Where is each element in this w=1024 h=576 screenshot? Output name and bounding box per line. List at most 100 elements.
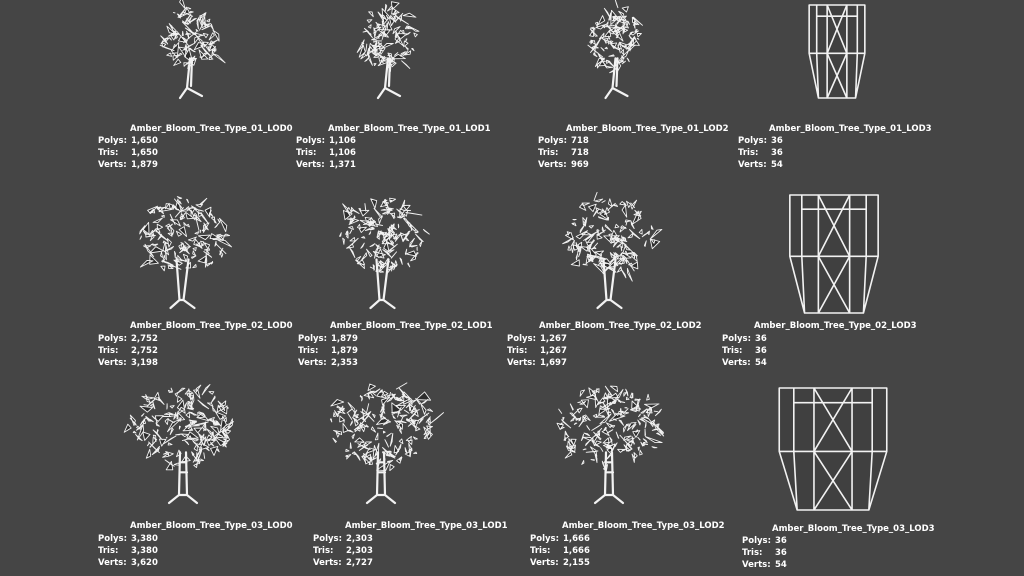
stat-verts-label: Verts: <box>530 558 559 568</box>
stat-polys-value: 1,879 <box>331 334 358 344</box>
model-name: Amber_Bloom_Tree_Type_01_LOD3 <box>769 124 932 134</box>
stat-tris-value: 36 <box>771 148 783 158</box>
stat-tris-row: Tris: 36 <box>738 147 783 159</box>
model-name: Amber_Bloom_Tree_Type_02_LOD3 <box>754 321 917 331</box>
stat-verts-value: 1,879 <box>131 160 158 170</box>
stat-verts-value: 1,697 <box>540 358 567 368</box>
stat-tris-label: Tris: <box>742 548 763 558</box>
stat-polys-value: 2,303 <box>346 534 373 544</box>
stat-tris-value: 2,752 <box>131 346 158 356</box>
stat-tris-label: Tris: <box>98 546 119 556</box>
stat-verts-row: Verts: 54 <box>742 559 787 571</box>
stat-verts-row: Verts:3,198 <box>98 357 158 369</box>
tree-crown-wireframe <box>356 1 420 72</box>
stat-tris-label: Tris: <box>507 346 528 356</box>
stat-polys-row: Polys: 36 <box>738 135 783 147</box>
stat-tris-value: 36 <box>775 548 787 558</box>
model-name: Amber_Bloom_Tree_Type_03_LOD0 <box>130 521 293 531</box>
stat-verts-label: Verts: <box>742 560 771 570</box>
tree-trunk-wireframe <box>167 451 199 505</box>
stat-tris-label: Tris: <box>538 148 559 158</box>
stat-polys-label: Polys: <box>298 334 327 344</box>
stat-tris-row: Tris: 1,106 <box>296 147 356 159</box>
stat-verts-label: Verts: <box>507 358 536 368</box>
tree-crown-wireframe <box>562 191 663 282</box>
stat-tris-value: 1,666 <box>563 546 590 556</box>
stat-polys-row: Polys:1,666 <box>530 533 590 545</box>
tree-wireframe-thumbnail <box>335 195 430 310</box>
tree-crown-wireframe <box>556 385 665 472</box>
stat-polys-row: Polys:1,267 <box>507 333 567 345</box>
stat-tris-value: 1,650 <box>131 148 158 158</box>
billboard-wireframe <box>808 4 866 99</box>
model-name: Amber_Bloom_Tree_Type_03_LOD1 <box>345 521 508 531</box>
tree-trunk-wireframe <box>369 258 396 310</box>
stat-polys-label: Polys: <box>296 136 325 146</box>
stat-verts-row: Verts:54 <box>722 357 767 369</box>
stat-polys-label: Polys: <box>738 136 767 146</box>
billboard-wireframe <box>789 194 879 314</box>
stat-verts-value: 54 <box>771 160 783 170</box>
stat-verts-value: 3,620 <box>131 558 158 568</box>
stat-verts-row: Verts:1,371 <box>296 159 356 171</box>
stat-verts-label: Verts: <box>738 160 767 170</box>
stat-polys-label: Polys: <box>313 534 342 544</box>
stat-verts-row: Verts:2,155 <box>530 557 590 569</box>
stat-tris-label: Tris: <box>98 148 119 158</box>
stat-tris-value: 1,106 <box>329 148 356 158</box>
stat-polys-value: 1,267 <box>540 334 567 344</box>
stat-verts-value: 969 <box>571 160 589 170</box>
stat-polys-row: Polys: 718 <box>538 135 589 147</box>
billboard-wireframe-thumbnail <box>777 387 889 511</box>
stat-tris-label: Tris: <box>738 148 759 158</box>
tree-crown-wireframe <box>123 384 234 471</box>
stat-verts-label: Verts: <box>98 160 127 170</box>
stat-verts-value: 2,727 <box>346 558 373 568</box>
stat-polys-label: Polys: <box>722 334 751 344</box>
tree-trunk-wireframe <box>596 258 623 310</box>
stat-tris-row: Tris:718 <box>538 147 589 159</box>
stat-polys-label: Polys: <box>98 534 127 544</box>
stat-tris-label: Tris: <box>98 346 119 356</box>
stat-tris-value: 36 <box>755 346 767 356</box>
tree-wireframe-thumbnail <box>587 0 643 100</box>
stat-polys-row: Polys:2,752 <box>98 333 158 345</box>
stat-tris-label: Tris: <box>313 546 334 556</box>
tree-trunk-wireframe <box>593 451 625 505</box>
stat-polys-label: Polys: <box>98 334 127 344</box>
stat-tris-row: Tris:36 <box>722 345 767 357</box>
model-name: Amber_Bloom_Tree_Type_02_LOD2 <box>539 321 702 331</box>
stat-polys-value: 36 <box>771 136 783 146</box>
model-name: Amber_Bloom_Tree_Type_01_LOD2 <box>566 124 729 134</box>
stat-tris-row: Tris: 36 <box>742 547 787 559</box>
stat-polys-value: 1,106 <box>329 136 356 146</box>
stat-verts-row: Verts:3,620 <box>98 557 158 569</box>
model-name: Amber_Bloom_Tree_Type_03_LOD2 <box>562 521 725 531</box>
stat-verts-label: Verts: <box>722 358 751 368</box>
stat-verts-value: 54 <box>775 560 787 570</box>
stat-tris-row: Tris:3,380 <box>98 545 158 557</box>
billboard-wireframe-thumbnail <box>808 4 866 99</box>
stat-polys-value: 718 <box>571 136 589 146</box>
stat-polys-row: Polys:1,650 <box>98 135 158 147</box>
tree-wireframe-thumbnail <box>356 1 420 100</box>
stat-tris-row: Tris: 2,752 <box>98 345 158 357</box>
stat-tris-label: Tris: <box>296 148 317 158</box>
stat-tris-row: Tris:1,666 <box>530 545 590 557</box>
tree-crown-wireframe <box>329 382 444 472</box>
stat-polys-label: Polys: <box>538 136 567 146</box>
stat-verts-row: Verts:969 <box>538 159 589 171</box>
stat-verts-row: Verts: 54 <box>738 159 783 171</box>
stat-verts-label: Verts: <box>98 358 127 368</box>
stat-verts-label: Verts: <box>313 558 342 568</box>
stat-tris-row: Tris:1,879 <box>298 345 358 357</box>
stat-verts-row: Verts:2,353 <box>298 357 358 369</box>
model-name: Amber_Bloom_Tree_Type_02_LOD1 <box>330 321 493 331</box>
stat-polys-value: 3,380 <box>131 534 158 544</box>
